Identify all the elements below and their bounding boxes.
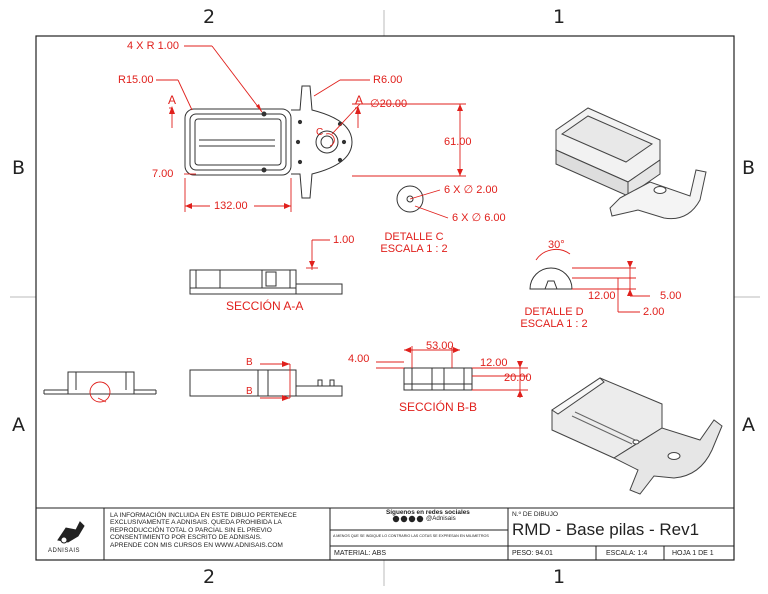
logo-mark (57, 521, 85, 544)
section-bb-label: SECCIÓN B-B (399, 400, 478, 414)
zone-right-b: B (742, 157, 756, 179)
dim-5: 5.00 (660, 290, 682, 302)
section-b-marker-bottom: B (246, 386, 253, 397)
section-aa-label: SECCIÓN A-A (226, 299, 304, 313)
dim-4: 4.00 (348, 353, 370, 365)
front-view (189, 369, 343, 397)
detail-c-title: DETALLE C (384, 231, 444, 243)
isometric-view-top (555, 107, 707, 220)
dim-r15: R15.00 (118, 74, 154, 86)
isometric-view-bottom (551, 377, 723, 495)
detail-c-scale: ESCALA 1 : 2 (380, 242, 448, 255)
dim-132: 132.00 (214, 200, 248, 212)
zone-left-a: A (12, 414, 25, 436)
dim-holes-small: 6 X ∅ 2.00 (444, 184, 498, 196)
zone-bottom-2: 2 (203, 566, 216, 588)
detail-d-view (529, 267, 573, 290)
weight: PESO: 94.01 (512, 550, 553, 557)
detail-d-title: DETALLE D (524, 306, 584, 318)
detail-c-view (396, 185, 424, 213)
dim-7: 7.00 (152, 168, 174, 180)
zone-top-2: 2 (203, 6, 216, 28)
social-handle: @Adnisais (426, 515, 456, 522)
notice-line-3: REPRODUCCIÓN TOTAL O PARCIAL SIN EL PREV… (110, 526, 272, 534)
sheet-border (35, 35, 735, 561)
section-a-a-view (189, 269, 343, 295)
dim-12a: 12.00 (588, 290, 616, 302)
scale: ESCALA: 1:4 (606, 550, 648, 557)
detail-c-label: DETALLE C ESCALA 1 : 2 (376, 231, 452, 255)
section-a-marker-right: A (355, 93, 364, 107)
dim-angle-30: 30° (548, 239, 565, 251)
social-icons (392, 515, 424, 523)
notice-line-2: EXCLUSIVAMENTE A ADNISAIS. QUEDA PROHIBI… (110, 519, 282, 527)
dim-holes-big: 6 X ∅ 6.00 (452, 212, 506, 224)
title-block-grid (35, 507, 735, 561)
material: MATERIAL: ABS (334, 550, 386, 557)
dim-53: 53.00 (426, 340, 454, 352)
top-view (184, 85, 353, 199)
drawing-number-label: N.º DE DIBUJO (512, 511, 559, 518)
detail-d-scale: ESCALA 1 : 2 (520, 317, 588, 330)
logo-text: ADNISAIS (48, 548, 81, 554)
units-note: A MENOS QUE SE INDIQUE LO CONTRARIO LAS … (333, 534, 489, 538)
notice-line-5: APRENDE CON MIS CURSOS EN WWW.ADNISAIS.C… (110, 541, 283, 549)
notice-line-4: CONSENTIMIENTO POR ESCRITO DE ADNISAIS. (110, 534, 262, 542)
drawing-title: RMD - Base pilas - Rev1 (512, 520, 700, 539)
dimension-arrows (169, 104, 633, 401)
notice-block: LA INFORMACIÓN INCLUIDA EN ESTE DIBUJO P… (110, 512, 297, 549)
dim-1: 1.00 (333, 234, 355, 246)
section-b-b-view (403, 367, 473, 391)
zone-left-b: B (12, 157, 26, 179)
detail-d-label: DETALLE D ESCALA 1 : 2 (514, 306, 594, 330)
sheet-number: HOJA 1 DE 1 (672, 550, 714, 557)
dim-radius-corners: 4 X R 1.00 (127, 40, 179, 52)
zone-right-a: A (742, 414, 755, 436)
section-a-marker-left: A (168, 93, 177, 107)
social-title: Síguenos en redes sociales (386, 509, 470, 516)
dimension-lines (89, 45, 650, 403)
section-b-marker-top: B (246, 357, 253, 368)
dim-dia20: ∅20.00 (370, 98, 408, 110)
dim-2: 2.00 (643, 306, 665, 318)
dim-r6: R6.00 (373, 74, 403, 86)
dim-20: 20.00 (504, 372, 532, 384)
zone-top-1: 1 (553, 6, 566, 28)
dim-61: 61.00 (444, 136, 472, 148)
dim-12b: 12.00 (480, 357, 508, 369)
zone-bottom-1: 1 (553, 566, 566, 588)
side-view-left (43, 371, 157, 395)
detail-c-marker: C (316, 127, 324, 138)
notice-line-1: LA INFORMACIÓN INCLUIDA EN ESTE DIBUJO P… (110, 512, 297, 519)
